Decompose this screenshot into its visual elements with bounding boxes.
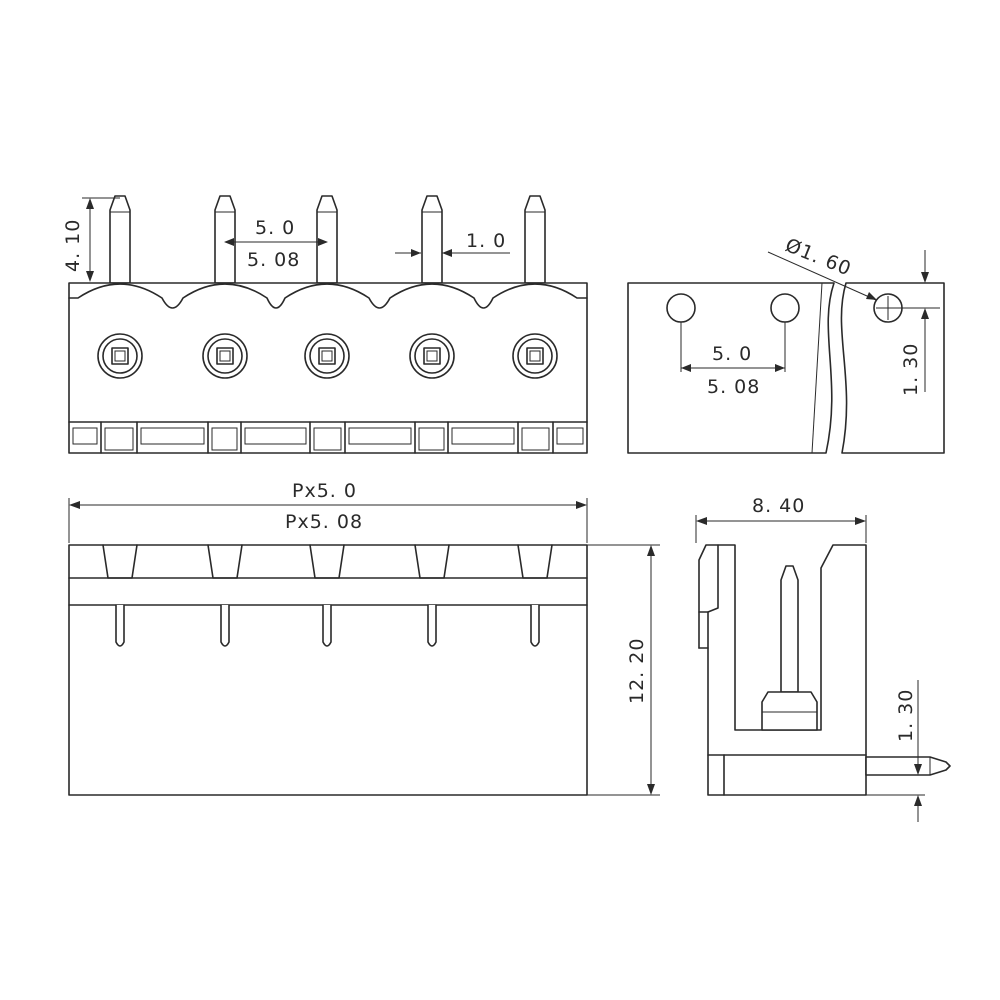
profile-horizontal-pin: [865, 756, 951, 776]
total-length-exact-label: Px5. 08: [285, 511, 363, 533]
body-depth-label: 8. 40: [752, 495, 805, 517]
pcb-hole-view: 5. 0 5. 08 Ø1. 60 1. 30: [627, 234, 945, 454]
dim-pin-offset: 1. 30: [866, 680, 925, 822]
screw-3: [304, 333, 350, 379]
hole-diameter-label: Ø1. 60: [782, 234, 855, 280]
plan-cell-4: [414, 544, 450, 579]
plan-cell-1: [102, 544, 138, 579]
slot-4: [211, 427, 238, 451]
front-pin-4: [421, 195, 443, 284]
slot-10: [521, 427, 550, 451]
front-view-screws: [97, 333, 558, 379]
slot-3: [140, 427, 205, 445]
hole-pitch-exact-label: 5. 08: [707, 376, 760, 398]
front-pin-1: [109, 195, 131, 284]
slot-2: [104, 427, 134, 451]
plan-pin-2: [220, 604, 230, 647]
plan-cell-5: [517, 544, 553, 579]
screw-5: [512, 333, 558, 379]
body-height-label: 12. 20: [626, 638, 648, 704]
dim-pin-pitch: 5. 0 5. 08: [224, 217, 328, 271]
slot-1: [72, 427, 98, 445]
profile-body: [698, 544, 867, 796]
front-body: [68, 282, 588, 454]
dim-body-height: 12. 20: [587, 544, 660, 796]
pin-height-label: 4. 10: [62, 219, 84, 272]
screw-4: [409, 333, 455, 379]
slot-5: [244, 427, 307, 445]
pin-pitch-nominal-label: 5. 0: [255, 217, 295, 239]
plan-view-pins: [115, 604, 540, 647]
screw-2: [202, 333, 248, 379]
screw-1: [97, 333, 143, 379]
plan-view: Px5. 0 Px5. 08 12. 20: [68, 480, 660, 796]
hole-offset-label: 1. 30: [900, 343, 922, 396]
pcb-right-part: [840, 282, 945, 454]
front-pin-5: [524, 195, 546, 284]
plan-pin-3: [322, 604, 332, 647]
front-view: 4. 10 5. 0 5. 08 1. 0: [62, 195, 588, 454]
front-scallop-edge: [68, 283, 588, 309]
pin-offset-label: 1. 30: [895, 689, 917, 742]
slot-7: [348, 427, 412, 445]
plan-view-cells: [102, 544, 553, 579]
plan-body: [68, 544, 588, 796]
hole-pitch-nominal-label: 5. 0: [712, 343, 752, 365]
plan-pin-1: [115, 604, 125, 647]
slot-8: [418, 427, 445, 451]
plan-pin-5: [530, 604, 540, 647]
pin-width-label: 1. 0: [466, 230, 506, 252]
pin-pitch-exact-label: 5. 08: [247, 249, 300, 271]
dim-pin-height: 4. 10: [62, 197, 120, 282]
slot-9: [451, 427, 515, 445]
plan-cell-2: [207, 544, 243, 579]
plan-cell-3: [309, 544, 345, 579]
dim-hole-pitch: 5. 0 5. 08: [680, 322, 786, 398]
plan-pin-4: [427, 604, 437, 647]
slot-6: [313, 427, 342, 451]
profile-pin-base: [761, 691, 818, 731]
dim-pin-width: 1. 0: [395, 230, 510, 257]
front-view-slots: [72, 421, 584, 454]
dim-hole-offset: 1. 30: [900, 250, 940, 396]
side-profile-view: 8. 40 1. 30: [695, 495, 951, 822]
dim-body-depth: 8. 40: [695, 495, 867, 543]
profile-vertical-pin: [780, 565, 799, 693]
slot-11: [556, 427, 584, 445]
dim-total-length: Px5. 0 Px5. 08: [68, 480, 588, 543]
total-length-nominal-label: Px5. 0: [292, 480, 357, 502]
